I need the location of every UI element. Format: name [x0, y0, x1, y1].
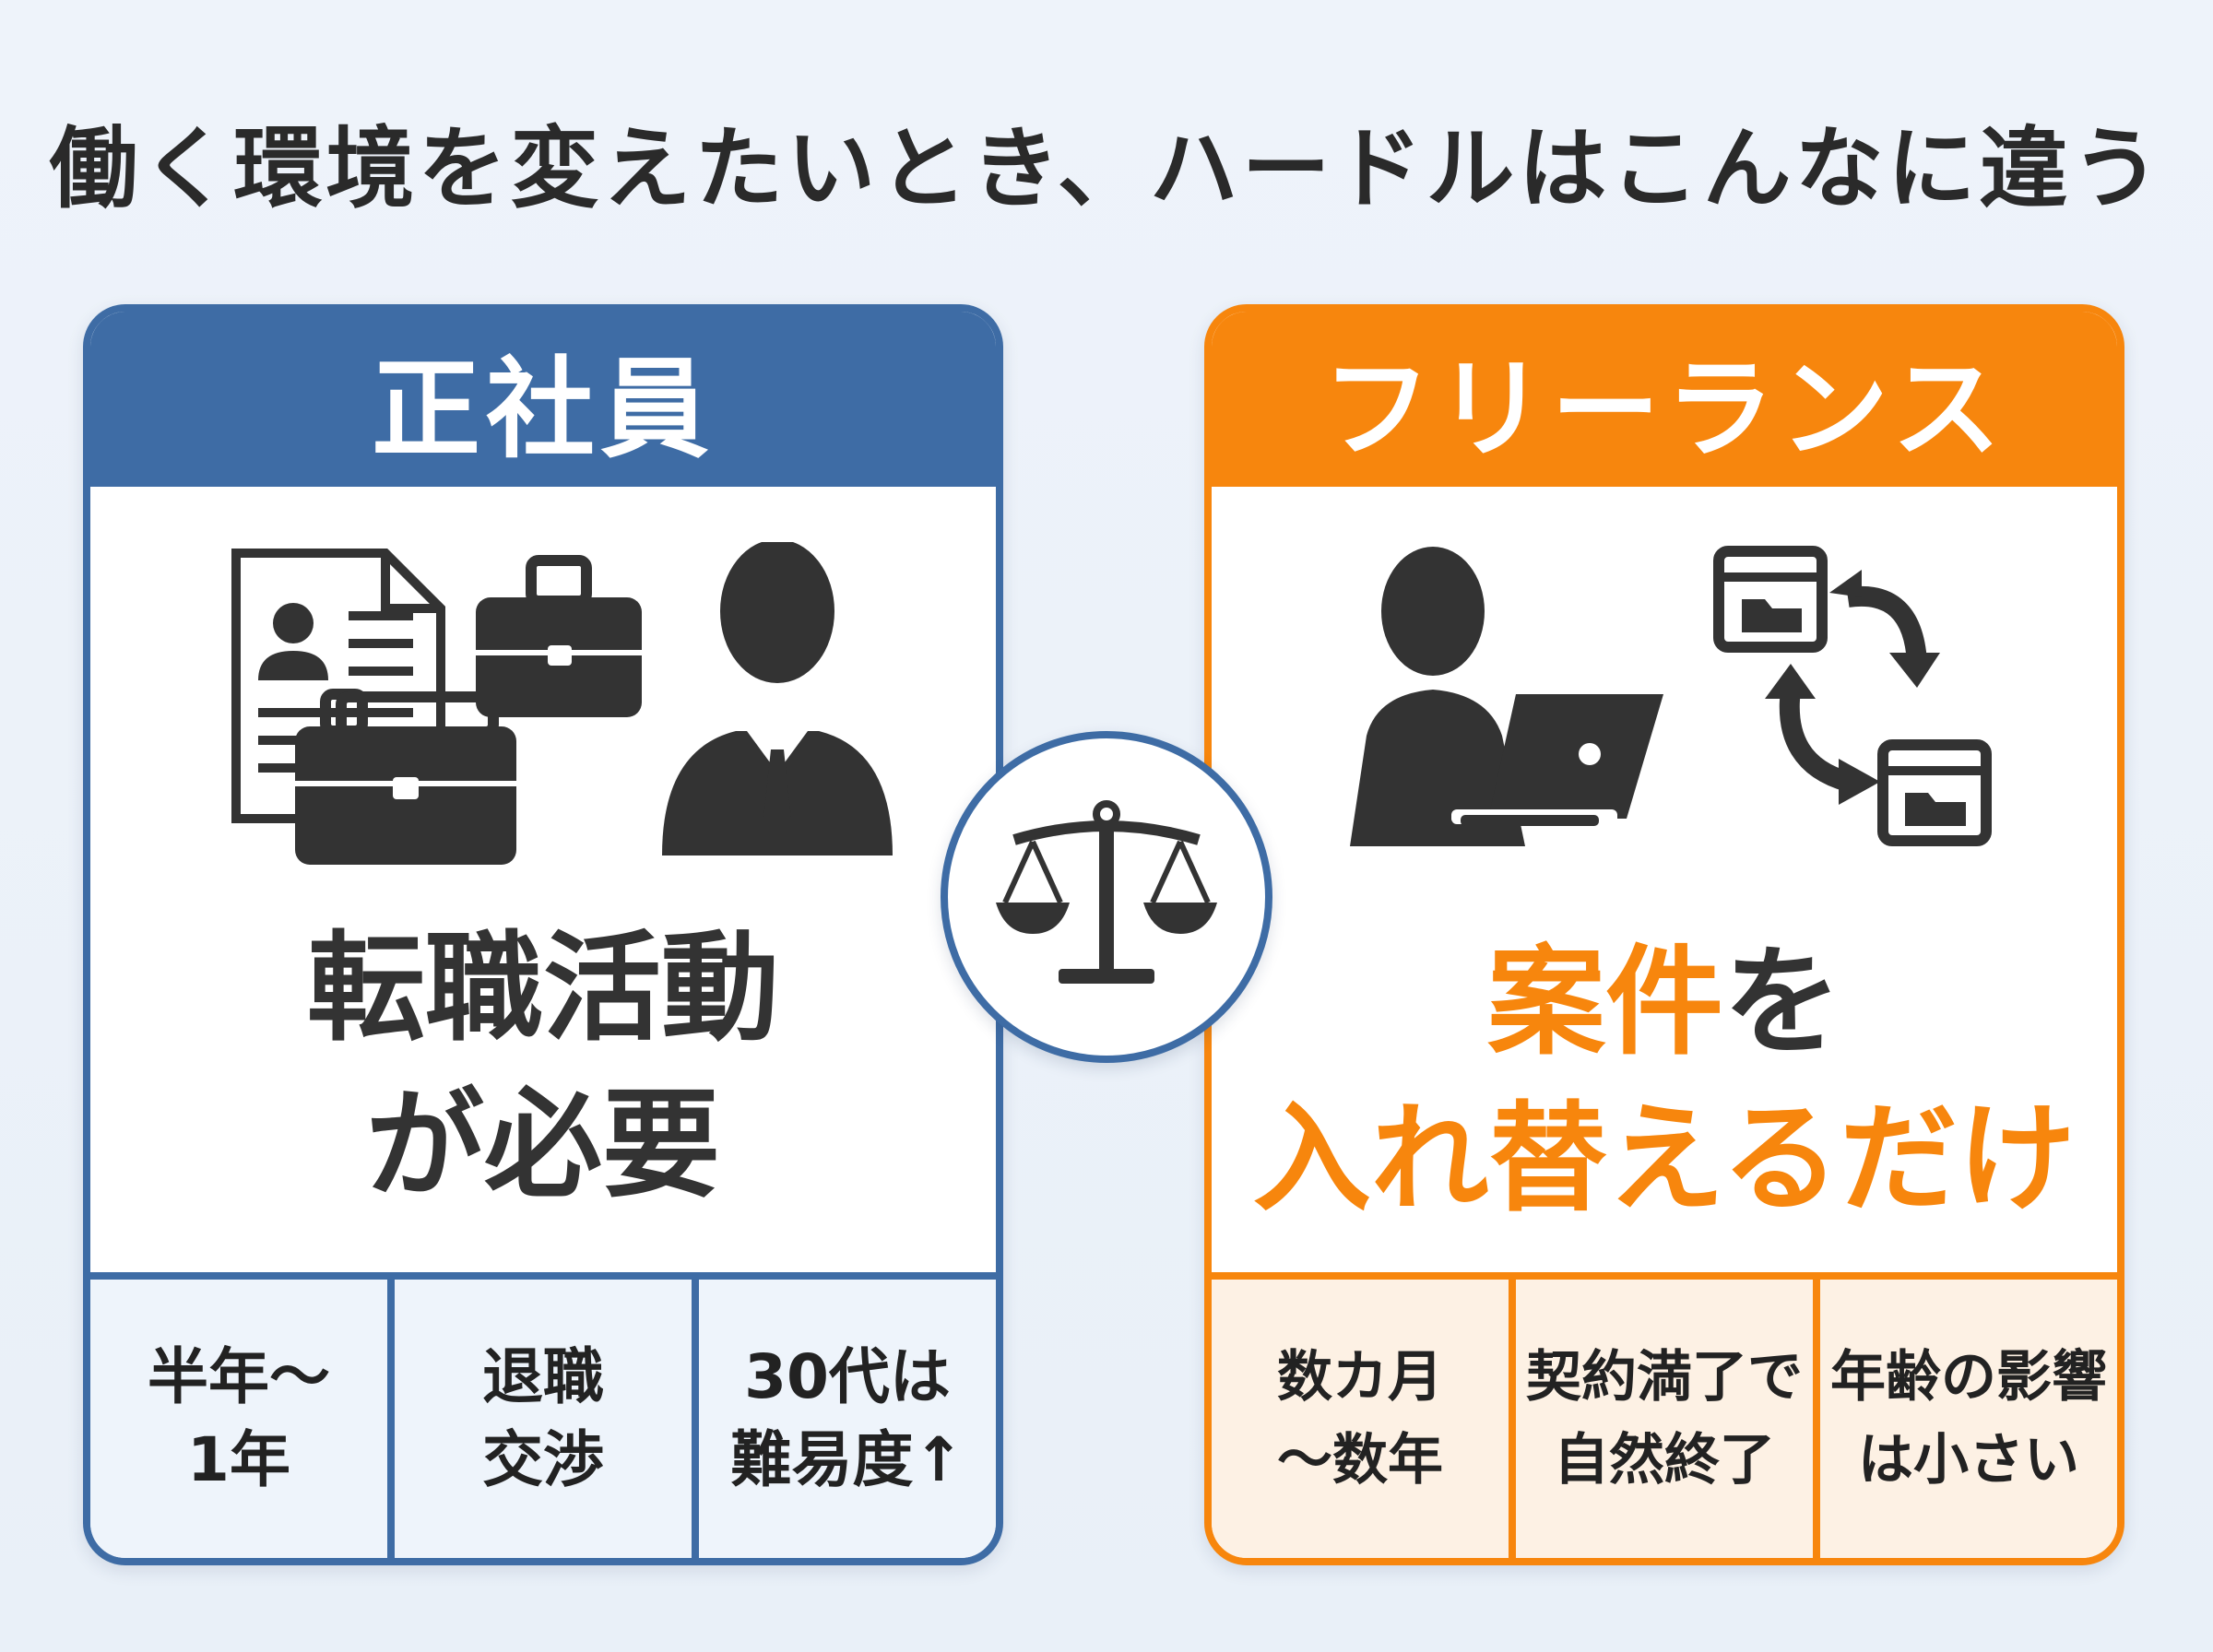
businessman-icon [662, 539, 893, 856]
freelance-cell-duration: 数カ月 〜数年 [1212, 1280, 1509, 1558]
employee-main-line2: が必要 [365, 1077, 720, 1214]
freelance-main-line1-highlight: 案件 [1486, 934, 1723, 1071]
employee-panel: 正社員 [83, 304, 1003, 1565]
freelance-cells: 数カ月 〜数年 契約満了で 自然終了 年齢の影響 は小さい [1212, 1272, 2117, 1558]
page-title: 働く環境を変えたいとき、ハードルはこんなに違う [49, 117, 2164, 220]
freelance-main-text: 案件を 入れ替えるだけ [1212, 925, 2117, 1238]
resume-icon [231, 549, 445, 823]
balance-circle [941, 731, 1272, 1063]
window-swap-icon [1713, 546, 1992, 846]
employee-cell-resignation: 退職 交渉 [387, 1280, 692, 1558]
employee-header: 正社員 [90, 312, 996, 487]
freelance-main-line1-particle: を [1723, 934, 1842, 1071]
employee-main-line1: 転職活動 [306, 920, 779, 1057]
person-laptop-icon [1350, 547, 1663, 846]
employee-main-text: 転職活動 が必要 [90, 911, 996, 1224]
employee-cell-duration: 半年〜 1年 [90, 1280, 387, 1558]
employee-cells: 半年〜 1年 退職 交渉 30代は 難易度↑ [90, 1272, 996, 1558]
employee-icons [90, 539, 996, 929]
briefcase-icon-large [476, 555, 642, 717]
freelance-main-line2: 入れ替えるだけ [1252, 1091, 2077, 1228]
freelance-cell-age: 年齢の影響 は小さい [1813, 1280, 2117, 1558]
employee-cell-age: 30代は 難易度↑ [692, 1280, 996, 1558]
freelance-cell-contract: 契約満了で 自然終了 [1509, 1280, 1813, 1558]
freelance-panel: フリーランス [1204, 304, 2124, 1565]
balance-scale-icon [996, 800, 1217, 984]
freelance-header: フリーランス [1212, 312, 2117, 487]
freelance-icons [1212, 542, 2117, 929]
freelance-main-line1: 案件を [1212, 925, 2117, 1081]
